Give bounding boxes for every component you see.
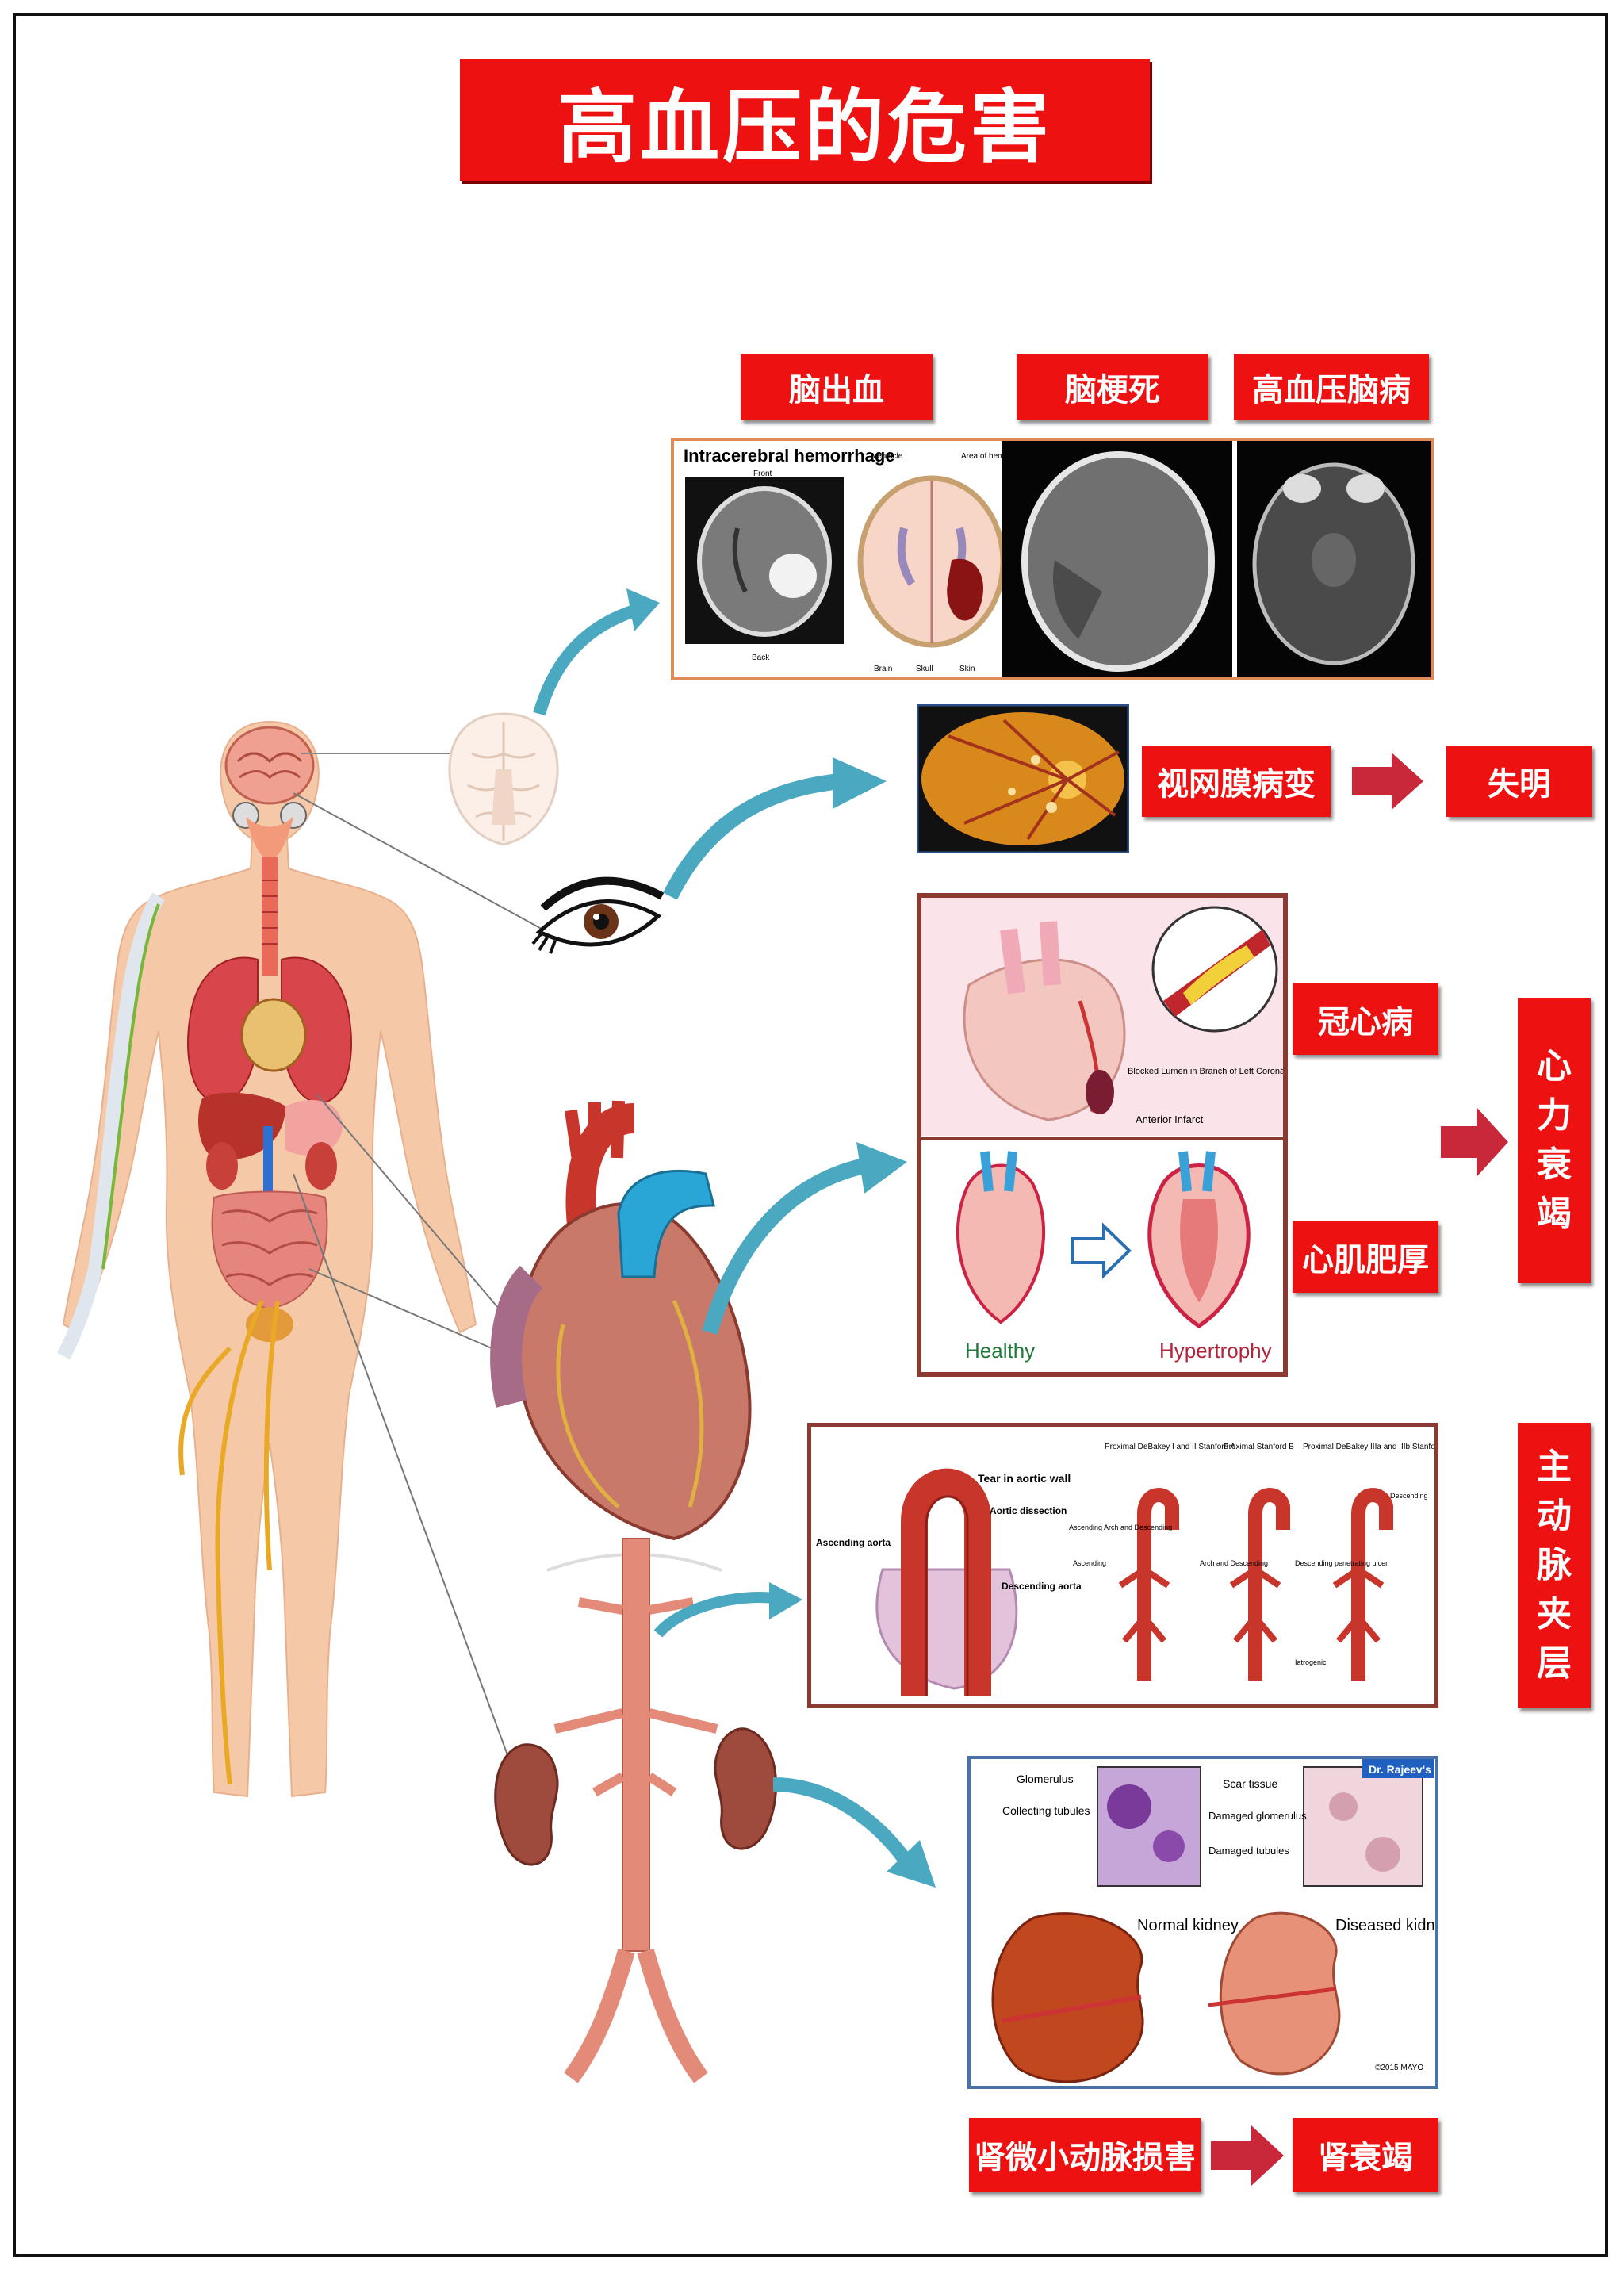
kidney-damaged-tub-label: Damaged tubules bbox=[1208, 1845, 1289, 1857]
label-aortic-dissection-char: 层 bbox=[1537, 1643, 1572, 1684]
page-title: 高血压的危害 bbox=[460, 59, 1150, 181]
kidney-damaged-glom-label: Damaged glomerulus bbox=[1208, 1810, 1307, 1822]
aorta-tear-label: Tear in aortic wall bbox=[978, 1472, 1071, 1485]
kidney-brand-label: Dr. Rajeev's bbox=[1369, 1763, 1431, 1776]
eye-icon bbox=[531, 876, 665, 954]
aorta-dissection-label: Aortic dissection bbox=[990, 1505, 1067, 1516]
label-heart-failure-char: 心 bbox=[1537, 1046, 1572, 1087]
label-brain-hemorrhage: 脑出血 bbox=[741, 354, 933, 420]
label-heart-failure-char: 竭 bbox=[1537, 1194, 1572, 1234]
aorta-ascending-label: Ascending aorta bbox=[816, 1537, 891, 1548]
aortic-dissection-image-panel: Tear in aortic wall Aortic dissection As… bbox=[807, 1423, 1438, 1708]
brain-scans: Front Back Ventricle Area of hemorrhage … bbox=[685, 441, 1431, 677]
normal-kidney-shape bbox=[991, 1912, 1144, 2083]
kidney-image-panel: Glomerulus Collecting tubules Scar tissu… bbox=[967, 1756, 1438, 2089]
intestines bbox=[211, 1190, 328, 1310]
kidney-normal-label: Normal kidney bbox=[1137, 1917, 1239, 1934]
pulmonary-vessel bbox=[617, 1170, 715, 1278]
label-heart-failure-char: 力 bbox=[1537, 1095, 1572, 1136]
heart-aorta-kidney-illustration bbox=[490, 1100, 778, 2083]
kidney-glomerulus-label: Glomerulus bbox=[1017, 1773, 1074, 1785]
label-aortic-dissection-char: 动 bbox=[1537, 1496, 1572, 1536]
aorta-desc-ulcer-label: Descending penetrating ulcer bbox=[1295, 1559, 1388, 1567]
brain-organ bbox=[224, 726, 315, 805]
abdominal-aorta bbox=[622, 1538, 650, 1952]
arrow-to-blindness bbox=[1352, 753, 1423, 810]
brain-image-panel: Intracerebral hemorrhage Front Back Vent… bbox=[671, 438, 1434, 680]
kidney-scar-label: Scar tissue bbox=[1223, 1777, 1277, 1790]
human-body-illustration bbox=[57, 720, 477, 1798]
lungs bbox=[187, 956, 352, 1104]
label-heart-failure: 心 力 衰 竭 bbox=[1518, 998, 1591, 1283]
arm-skeleton bbox=[57, 892, 165, 1360]
kidney-left bbox=[206, 1142, 238, 1190]
heart-healthy-label: Healthy bbox=[965, 1339, 1035, 1363]
kidney-right bbox=[305, 1142, 337, 1190]
kidney-collecting-label: Collecting tubules bbox=[1002, 1804, 1090, 1817]
brain-front-label: Front bbox=[753, 470, 772, 478]
aorta-arch-desc-label: Arch and Descending bbox=[1200, 1559, 1268, 1567]
label-coronary-disease: 冠心病 bbox=[1293, 983, 1438, 1055]
diseased-kidney-shape bbox=[1219, 1911, 1341, 2076]
retina-image bbox=[917, 704, 1129, 853]
label-aortic-dissection-char: 夹 bbox=[1537, 1594, 1572, 1635]
aorta-descending-short-label: Descending bbox=[1390, 1492, 1428, 1500]
kidney-left-large bbox=[494, 1743, 559, 1866]
heart-organ bbox=[240, 998, 307, 1072]
aorta-iatrogenic-label: Iatrogenic bbox=[1295, 1658, 1327, 1666]
label-retinopathy: 视网膜病变 bbox=[1142, 746, 1331, 817]
arrow-to-renal-failure bbox=[1211, 2125, 1284, 2186]
label-aortic-dissection-char: 脉 bbox=[1537, 1545, 1572, 1585]
arrow-to-heart-failure bbox=[1441, 1107, 1508, 1177]
brain-back-label: Back bbox=[752, 654, 770, 662]
kidney-copyright-label: ©2015 MAYO bbox=[1375, 2064, 1423, 2072]
label-heart-failure-char: 衰 bbox=[1537, 1144, 1572, 1185]
aorta-diagrams: Tear in aortic wall Aortic dissection As… bbox=[816, 1443, 1434, 1696]
heart-image-panel: Blocked Lumen in Branch of Left Coronary… bbox=[917, 893, 1288, 1377]
brain-skin-label: Skin bbox=[959, 665, 975, 673]
label-myocardial-hypertrophy: 心肌肥厚 bbox=[1293, 1221, 1438, 1293]
label-blindness: 失明 bbox=[1446, 746, 1592, 817]
brain-brain-label: Brain bbox=[874, 665, 892, 673]
brain-skull-label: Skull bbox=[916, 665, 933, 673]
aorta-asc-arch-desc-label: Ascending Arch and Descending bbox=[1069, 1524, 1172, 1531]
label-renal-failure: 肾衰竭 bbox=[1293, 2118, 1438, 2192]
heart-infarct-label: Anterior Infarct bbox=[1136, 1114, 1204, 1125]
nerves bbox=[178, 1299, 280, 1785]
brain-ventricle-label: Ventricle bbox=[872, 452, 903, 461]
aorta-asc-label: Ascending bbox=[1073, 1559, 1106, 1567]
label-renal-arteriole-damage: 肾微小动脉损害 bbox=[969, 2118, 1201, 2192]
brain-panel-heading: Intracerebral hemorrhage bbox=[684, 446, 895, 466]
aorta-col1-label: Proximal DeBakey I and II Stanford A bbox=[1105, 1443, 1235, 1451]
heart-blocked-label: Blocked Lumen in Branch of Left Coronary… bbox=[1128, 1067, 1283, 1076]
page-frame bbox=[13, 13, 1608, 2257]
heart-hypertrophy-label: Hypertrophy bbox=[1159, 1339, 1272, 1363]
brain-icon bbox=[448, 712, 559, 846]
label-aortic-dissection: 主 动 脉 夹 层 bbox=[1518, 1423, 1591, 1708]
aorta-col3-label: Proximal DeBakey IIIa and IIIb Stanford … bbox=[1303, 1443, 1434, 1451]
kidney-diseased-label: Diseased kidney bbox=[1335, 1917, 1435, 1934]
aorta-col2-label: Proximal Stanford B bbox=[1224, 1443, 1294, 1451]
brain-area-label: Area of hemorrhage bbox=[961, 452, 1032, 461]
aorta-descending-label: Descending aorta bbox=[1002, 1581, 1082, 1592]
label-brain-infarction: 脑梗死 bbox=[1017, 354, 1208, 420]
kidney-diagrams: Glomerulus Collecting tubules Scar tissu… bbox=[991, 1759, 1435, 2083]
heart-diagrams: Blocked Lumen in Branch of Left Coronary… bbox=[921, 898, 1283, 1363]
label-hypertensive-encephalopathy: 高血压脑病 bbox=[1234, 354, 1429, 420]
label-aortic-dissection-char: 主 bbox=[1537, 1447, 1572, 1487]
